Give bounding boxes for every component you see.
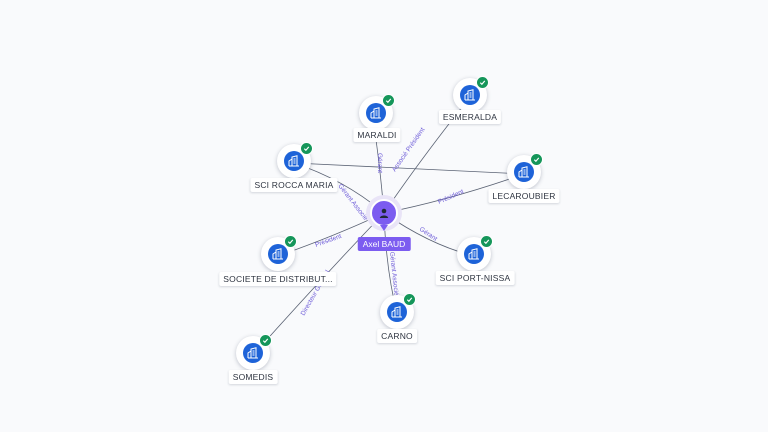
building-icon [514,162,534,182]
company-label[interactable]: MARALDI [353,128,401,142]
building-icon [366,103,386,123]
company-node-lecaroubier[interactable] [507,153,543,189]
person-icon [370,199,398,227]
company-label[interactable]: SOMEDIS [228,370,278,384]
company-label[interactable]: SCI PORT-NISSA [435,271,515,285]
company-node-carno[interactable] [380,293,416,329]
relation-label: Président [314,233,342,249]
company-label[interactable]: LECAROUBIER [488,189,560,203]
check-icon [403,293,416,306]
check-icon [284,235,297,248]
relation-label: Gérant [376,153,383,173]
edge-sci-rocca-lecaroubier [293,162,525,175]
check-icon [530,153,543,166]
building-icon [268,244,288,264]
check-icon [480,235,493,248]
relation-label: Gérant Associé [336,183,369,222]
person-label[interactable]: Axel BAUD [357,237,411,251]
check-icon [259,334,272,347]
company-label[interactable]: SOCIETE DE DISTRIBUT... [219,272,337,286]
company-node-sci-port-nissa[interactable] [457,235,493,271]
company-label[interactable]: SCI ROCCA MARIA [250,178,338,192]
building-icon [284,151,304,171]
building-icon [460,85,480,105]
pin-pointer [380,225,388,231]
check-icon [300,142,313,155]
person-node[interactable] [366,195,402,231]
company-label[interactable]: CARNO [377,329,417,343]
company-node-sci-rocca-maria[interactable] [277,142,313,178]
relation-label: Gérant [418,226,439,243]
building-icon [387,302,407,322]
building-icon [464,244,484,264]
company-node-esmeralda[interactable] [453,76,489,112]
check-icon [476,76,489,89]
relation-label: Président [437,188,465,206]
company-node-somedis[interactable] [236,334,272,370]
check-icon [382,94,395,107]
company-label[interactable]: ESMERALDA [438,110,502,124]
relation-label: Gérant Associé [388,251,400,296]
building-icon [243,343,263,363]
company-node-societe-de-distribution[interactable] [261,235,297,271]
company-node-maraldi[interactable] [359,94,395,130]
